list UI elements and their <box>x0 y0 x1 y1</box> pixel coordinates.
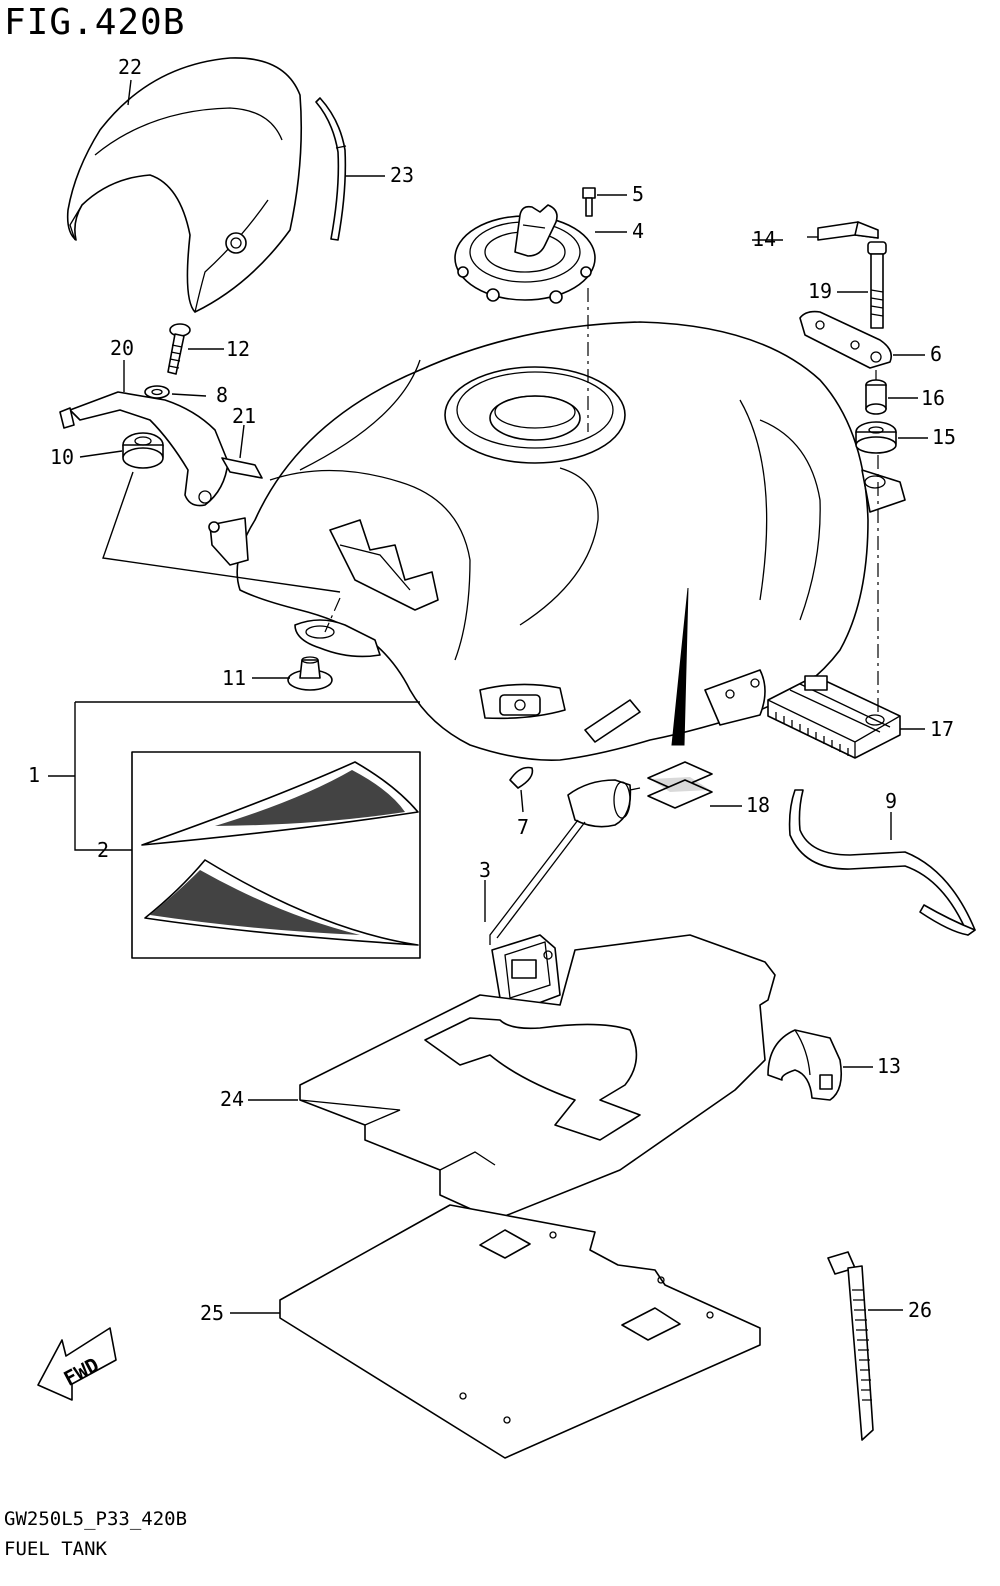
callout-10: 10 <box>50 445 74 469</box>
callout-21: 21 <box>232 404 256 428</box>
figure-title: FIG.420B <box>4 2 186 43</box>
callout-14: 14 <box>752 227 776 251</box>
part-9-hose <box>788 789 976 936</box>
figure-code: GW250L5_P33_420B <box>4 1508 188 1530</box>
part-10-grommet <box>122 432 164 469</box>
part-16-collar <box>865 379 887 415</box>
callout-15: 15 <box>932 425 956 449</box>
callout-22: 22 <box>118 55 142 79</box>
part-23-trim-strip <box>315 97 347 241</box>
part-17-mount <box>767 675 901 759</box>
part-5-screw <box>582 187 596 217</box>
callout-20: 20 <box>110 336 134 360</box>
callout-24: 24 <box>220 1087 244 1111</box>
callout-labels: 22 23 5 4 14 19 6 16 15 20 12 8 21 10 11… <box>28 55 956 1325</box>
callout-4: 4 <box>632 219 644 243</box>
callout-23: 23 <box>390 163 414 187</box>
part-8-washer <box>144 385 170 399</box>
callout-5: 5 <box>632 182 644 206</box>
callout-18: 18 <box>746 793 770 817</box>
fwd-arrow-icon: FWD <box>37 1327 117 1401</box>
callout-17: 17 <box>930 717 954 741</box>
part-19-bolt <box>867 241 887 329</box>
callout-6: 6 <box>930 342 942 366</box>
part-14-pad <box>817 221 879 241</box>
callout-19: 19 <box>808 279 832 303</box>
part-26-cable-tie <box>827 1251 874 1441</box>
callout-7: 7 <box>517 815 529 839</box>
part-7-clip <box>509 766 534 789</box>
callout-12: 12 <box>226 337 250 361</box>
callout-16: 16 <box>921 386 945 410</box>
figure-name: FUEL TANK <box>4 1538 107 1560</box>
part-6-plate <box>799 310 893 369</box>
part-2-decals-inset <box>131 751 421 959</box>
callout-leader-lines <box>48 79 928 1314</box>
part-21-cushion <box>221 457 263 479</box>
part-24-heat-shield <box>299 934 776 1221</box>
callout-3: 3 <box>479 858 491 882</box>
part-12-bolt <box>167 323 191 375</box>
part-11-cushion <box>287 656 333 691</box>
callout-1: 1 <box>28 763 40 787</box>
part-13-clamp <box>767 1029 843 1101</box>
callout-11: 11 <box>222 666 246 690</box>
part-15-cushion <box>855 421 897 454</box>
part-22-cover <box>66 57 303 313</box>
part-25-lower-plate <box>279 1204 761 1459</box>
callout-26: 26 <box>908 1298 932 1322</box>
part-18-emblem <box>647 761 713 809</box>
callout-13: 13 <box>877 1054 901 1078</box>
part-20-bracket <box>59 391 229 507</box>
assembly-centerlines <box>102 288 879 712</box>
part-4-fuel-cap <box>454 204 596 304</box>
callout-8: 8 <box>216 383 228 407</box>
callout-2: 2 <box>97 838 109 862</box>
callout-25: 25 <box>200 1301 224 1325</box>
callout-9: 9 <box>885 789 897 813</box>
part-1-fuel-tank <box>208 321 906 762</box>
